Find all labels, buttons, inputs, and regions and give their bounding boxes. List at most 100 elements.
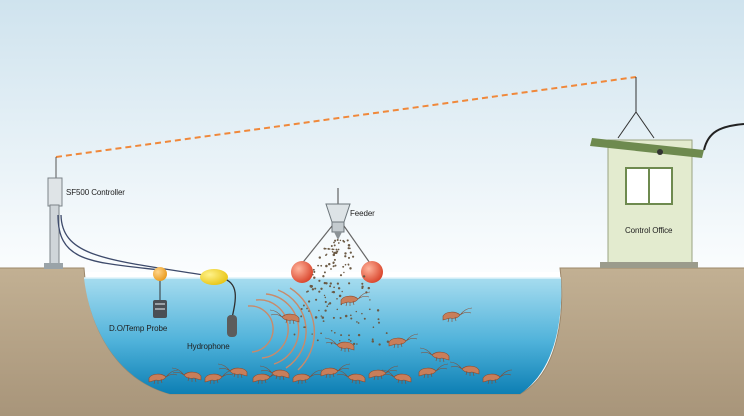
feed-pellet [349, 251, 352, 254]
feed-pellet [307, 290, 309, 293]
feed-pellet [333, 286, 335, 289]
feed-pellet [371, 338, 374, 341]
feed-pellet [326, 305, 329, 308]
feed-pellet [348, 338, 350, 341]
feed-pellet [344, 252, 347, 255]
feed-pellet [332, 262, 335, 265]
feed-pellet [318, 279, 321, 282]
feed-pellet [356, 321, 358, 323]
feed-pellet [357, 333, 361, 337]
feed-pellet [333, 244, 336, 247]
feed-pellet [332, 291, 336, 294]
feed-pellet [331, 251, 334, 253]
feed-pellet [334, 264, 337, 267]
feed-pellet [332, 316, 335, 319]
feed-pellet [324, 309, 327, 312]
feed-pellet [348, 334, 350, 337]
feed-pellet [363, 317, 366, 320]
feed-pellet [332, 265, 335, 268]
feed-pellet [321, 316, 325, 319]
feed-pellet [328, 302, 332, 305]
feed-pellet [352, 255, 355, 258]
feed-pellet [349, 247, 351, 250]
feed-pellet [306, 307, 308, 310]
sound-waves [247, 287, 316, 371]
feed-pellet [336, 250, 339, 253]
shrimp [292, 369, 323, 385]
feed-pellet [335, 248, 338, 251]
feed-pellet [342, 265, 345, 268]
feed-pellet [323, 294, 326, 297]
feed-pellet [323, 271, 326, 274]
feed-pellet [331, 248, 334, 251]
label-control-office: Control Office [625, 226, 673, 235]
feed-pellet [377, 321, 381, 324]
feed-pellet [317, 264, 320, 267]
feed-pellet [312, 273, 314, 276]
feed-pellet [346, 239, 349, 242]
feed-pellet [325, 254, 327, 256]
hydrophone-cable [60, 214, 211, 277]
feed-pellet [308, 310, 310, 312]
feed-pellet [328, 263, 331, 265]
feed-pellet [316, 339, 319, 342]
feed-pellet [311, 288, 315, 291]
feed-pellet [314, 316, 318, 319]
feed-pellet [336, 282, 340, 285]
feed-pellet [328, 248, 331, 250]
feed-pellet [332, 253, 336, 257]
feed-pellet [336, 308, 339, 311]
sf500-controller [44, 157, 63, 269]
feed-pellet [343, 271, 345, 274]
feed-pellet [376, 309, 380, 312]
feed-pellet [356, 343, 358, 345]
label-sf500-controller: SF500 Controller [66, 188, 125, 197]
feed-pellet [344, 255, 347, 258]
feed-pellet [312, 268, 315, 271]
feed-pellet [303, 326, 306, 329]
feed-pellet [338, 339, 341, 342]
feed-pellet [348, 282, 351, 285]
feed-pellet [347, 244, 351, 247]
feed-pellet [320, 287, 323, 290]
shrimp [171, 367, 202, 383]
feed-pellet [333, 258, 336, 261]
shrimp [388, 333, 419, 349]
feed-pellet [336, 239, 339, 241]
feed-pellet [372, 326, 375, 328]
feed-pellet [324, 300, 327, 304]
feed-pellet [320, 332, 322, 335]
feed-pellet [339, 274, 343, 277]
feeder [291, 188, 383, 283]
feed-pellet [378, 343, 381, 346]
feed-pellet [327, 303, 330, 305]
feed-pellet [361, 285, 364, 288]
ground [0, 268, 744, 416]
label-hydrophone: Hydrophone [187, 342, 230, 351]
feed-pellet [357, 322, 360, 324]
feed-pellet [332, 248, 335, 251]
feed-pellet [361, 287, 363, 290]
feed-pellet [330, 329, 333, 332]
shrimp [148, 369, 179, 385]
feed-pellet [322, 320, 325, 323]
feed-pellet [318, 290, 321, 293]
feed-pellet [336, 297, 338, 300]
feed-pellet [302, 304, 305, 307]
feed-pellet [318, 256, 321, 259]
feed-pellet [325, 264, 328, 268]
feed-pellet [330, 342, 333, 345]
feed-pellet [318, 309, 320, 312]
radio-link [55, 76, 637, 158]
feed-pellet [347, 247, 350, 250]
feed-pellet [338, 294, 342, 298]
feed-pellet [324, 296, 327, 299]
feed-pellet [330, 245, 333, 247]
feed-pellet [314, 287, 317, 290]
feed-pellet [325, 282, 328, 285]
feed-pellet [352, 342, 356, 346]
feed-pellet [369, 299, 371, 301]
feed-pellet [330, 268, 332, 270]
feed-pellet [367, 286, 371, 290]
